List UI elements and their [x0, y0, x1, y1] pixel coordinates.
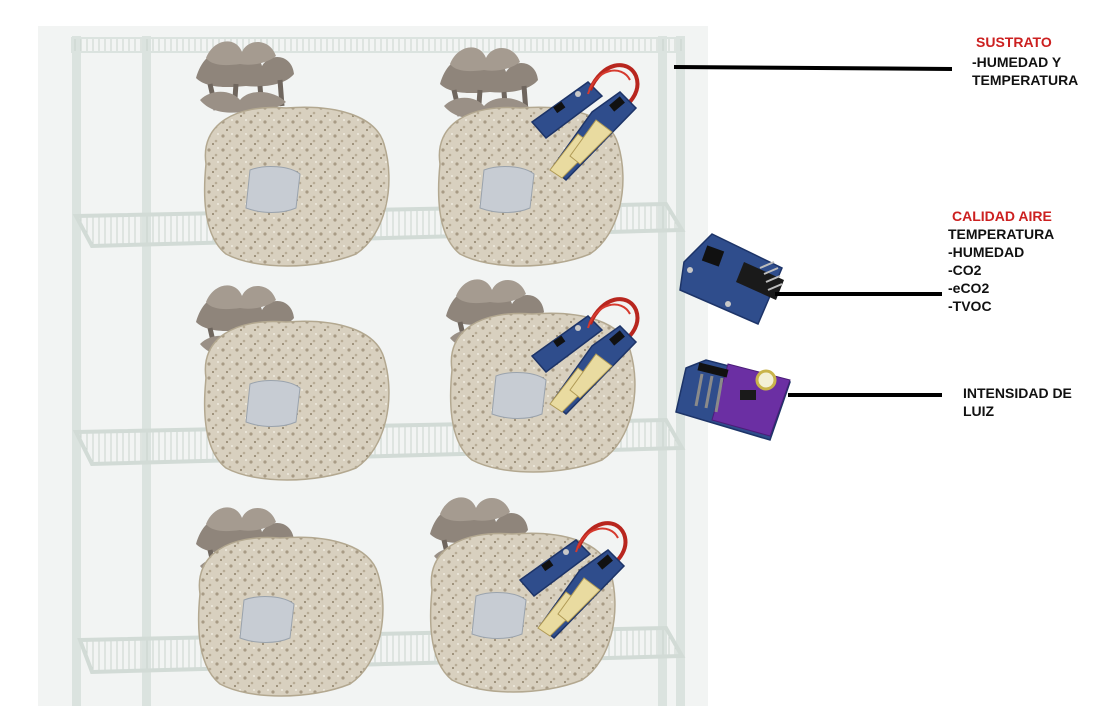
sustrato-line-1: -HUMEDAD Y [972, 54, 1062, 70]
luz-line-1: INTENSIDAD DE [963, 385, 1072, 401]
calidad-aire-line-3: -CO2 [948, 262, 982, 278]
light-intensity-sensor [675, 359, 791, 441]
substrate-bag [197, 536, 384, 697]
luz-line-2: LUIZ [963, 403, 995, 419]
calidad-aire-line-4: -eCO2 [948, 280, 990, 296]
calidad-aire-line-1: TEMPERATURA [948, 226, 1055, 242]
calidad-aire-title: CALIDAD AIRE [952, 208, 1052, 224]
air-quality-sensor [679, 233, 784, 325]
substrate-bag [203, 106, 390, 267]
sustrato-leader-line [673, 65, 953, 71]
calidad-aire-label: CALIDAD AIRE TEMPERATURA -HUMEDAD -CO2 -… [948, 207, 1054, 315]
sustrato-title: SUSTRATO [976, 34, 1052, 50]
sustrato-label: SUSTRATO -HUMEDAD Y TEMPERATURA [972, 33, 1078, 89]
substrate-bag [203, 320, 390, 481]
luz-label: INTENSIDAD DE LUIZ [963, 384, 1072, 420]
calidad-aire-line-5: -TVOC [948, 298, 992, 314]
calidad-aire-line-2: -HUMEDAD [948, 244, 1025, 260]
substrate-bag [429, 532, 616, 693]
sustrato-line-2: TEMPERATURA [972, 72, 1079, 88]
